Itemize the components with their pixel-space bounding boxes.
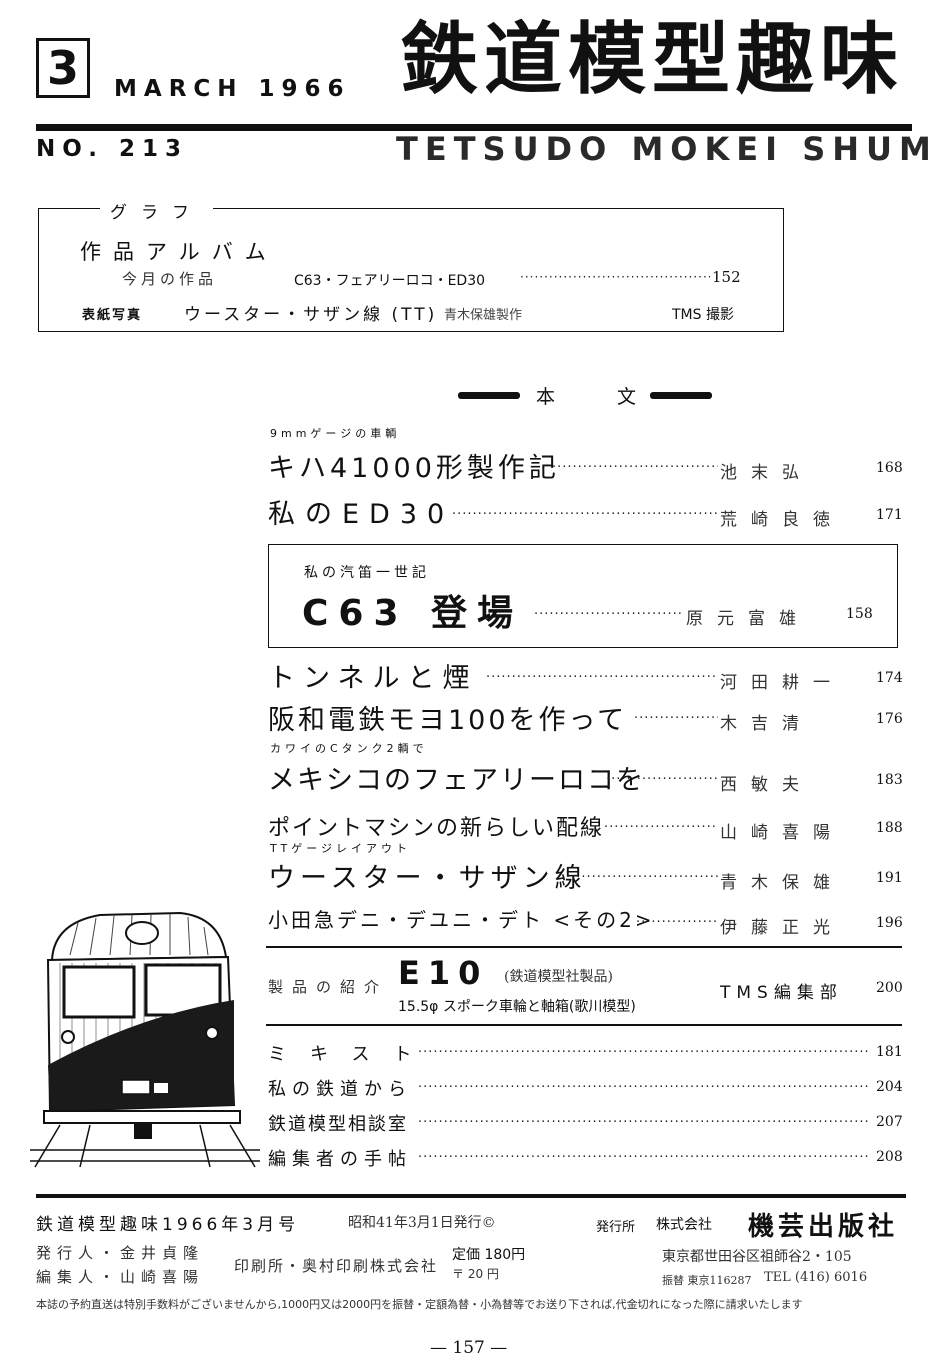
- toc-page: 183: [876, 772, 903, 788]
- footer-rule: [36, 1194, 906, 1198]
- leader-dots: ········································…: [520, 270, 710, 284]
- toc-title[interactable]: 小田急デニ・デユニ・デト <その2>: [268, 908, 655, 932]
- leader-dots: ········································…: [604, 820, 718, 835]
- toc-misc-page: 181: [876, 1044, 903, 1060]
- leader-dots: ········································…: [534, 607, 682, 622]
- toc-page: 196: [876, 915, 903, 931]
- toc-misc-page: 208: [876, 1149, 903, 1165]
- product-page: 200: [876, 980, 903, 996]
- train-illustration: [30, 911, 260, 1168]
- toc-misc-page: 204: [876, 1079, 903, 1095]
- toc-misc-title[interactable]: 私の鉄道から: [268, 1079, 412, 1100]
- product-rule-top: [266, 946, 902, 948]
- toc-author: 青木保雄: [720, 873, 844, 893]
- toc-author: 山崎喜陽: [720, 823, 844, 843]
- toc-author: 荒崎良徳: [720, 510, 844, 530]
- footer-printer: 印刷所・奥村印刷株式会社: [234, 1257, 439, 1275]
- product-label: 製品の紹介: [268, 978, 389, 996]
- graph-row-item[interactable]: C63・フェアリーロコ・ED30: [294, 273, 486, 289]
- toc-title[interactable]: キハ41000形製作記: [268, 453, 560, 484]
- leader-dots: ········································…: [418, 1080, 870, 1095]
- footer-publisher-name: 機芸出版社: [748, 1212, 899, 1242]
- product-name[interactable]: E10: [398, 954, 489, 992]
- leader-dots: ········································…: [486, 670, 718, 685]
- product-sub[interactable]: 15.5φ スポーク車輪と軸箱(歌川模型): [398, 999, 636, 1015]
- footer-address: 東京都世田谷区祖師谷2・105: [662, 1249, 852, 1265]
- footer-transfer-account: 振替 東京116287: [662, 1274, 752, 1287]
- footer-company-type: 株式会社: [656, 1217, 712, 1233]
- toc-misc-title[interactable]: 編集者の手帖: [268, 1149, 412, 1170]
- toc-page: 191: [876, 870, 903, 886]
- cover-photo-credit: TMS 撮影: [672, 307, 734, 323]
- toc-author: 池末弘: [720, 463, 813, 483]
- graph-row-label: 今月の作品: [122, 270, 218, 288]
- cover-photo-author: 青木保雄製作: [444, 308, 523, 323]
- section-bar-right: [650, 392, 712, 399]
- toc-title[interactable]: ポイントマシンの新らしい配線: [268, 816, 605, 841]
- footer-publisher-person: 発行人・金井貞隆: [36, 1244, 205, 1262]
- toc-title[interactable]: 阪和電鉄モヨ100を作って: [268, 705, 628, 736]
- section-bar-left: [458, 392, 520, 399]
- leader-dots: ································: [636, 915, 718, 930]
- graph-row-page: 152: [712, 268, 741, 286]
- leader-dots: ········································…: [566, 870, 718, 885]
- product-author: TMS編集部: [720, 983, 843, 1003]
- product-maker: (鉄道模型社製品): [504, 969, 613, 985]
- page-number: — 157 —: [430, 1338, 508, 1358]
- leader-dots: ········································…: [452, 507, 718, 522]
- toc-title[interactable]: トンネルと煙: [268, 663, 478, 694]
- toc-page: 168: [876, 460, 903, 476]
- leader-dots: ···································: [634, 711, 718, 726]
- feature-box: [268, 544, 898, 648]
- toc-title[interactable]: C63 登場: [302, 593, 524, 634]
- toc-author: 原元富雄: [686, 609, 810, 629]
- product-rule-bottom: [266, 1024, 902, 1026]
- footer-subscription-note: 本誌の予約直送は特別手数料がございませんから,1000円又は2000円を振替・定…: [36, 1298, 803, 1311]
- toc-title[interactable]: ウースター・サザン線: [268, 863, 587, 894]
- toc-page: 174: [876, 670, 903, 686]
- toc-page: 158: [846, 606, 873, 622]
- footer-price: 定価 180円: [452, 1247, 526, 1263]
- leader-dots: ········································…: [552, 460, 718, 475]
- footer-issue-date: 昭和41年3月1日発行©: [348, 1215, 496, 1231]
- graph-section-label: グラフ: [100, 198, 213, 223]
- leader-dots: ········································…: [606, 772, 718, 787]
- toc-misc-title[interactable]: ミキスト: [268, 1044, 436, 1065]
- cover-photo-label: 表紙写真: [82, 308, 143, 323]
- toc-kicker: 9mmゲージの車輌: [270, 427, 401, 440]
- magazine-title-jp: 鉄道模型趣味: [400, 14, 905, 105]
- toc-author: 西敏夫: [720, 775, 813, 795]
- toc-title[interactable]: 私のED30: [268, 499, 455, 530]
- toc-kicker: TTゲージレイアウト: [270, 842, 412, 855]
- cover-photo-title[interactable]: ウースター・サザン線 (TT): [184, 305, 438, 325]
- issue-number-box: 3: [36, 38, 90, 98]
- toc-kicker: 私の汽笛一世記: [304, 565, 430, 581]
- leader-dots: ········································…: [418, 1150, 870, 1165]
- toc-author: 伊藤正光: [720, 918, 844, 938]
- leader-dots: ········································…: [418, 1045, 870, 1060]
- toc-author: 河田耕一: [720, 673, 844, 693]
- footer-publisher-label: 発行所: [596, 1220, 636, 1235]
- footer-telephone: TEL (416) 6016: [764, 1270, 868, 1285]
- issue-number: NO. 213: [36, 136, 189, 162]
- toc-author: 木吉清: [720, 714, 813, 734]
- issue-date: MARCH 1966: [114, 76, 351, 102]
- graph-section-box: [38, 208, 784, 332]
- footer-issue-line: 鉄道模型趣味1966年3月号: [36, 1215, 300, 1235]
- honbun-label: 本文: [536, 386, 699, 408]
- header-rule: [36, 124, 912, 131]
- footer-postage: 〒 20 円: [452, 1267, 499, 1281]
- magazine-title-roman: TETSUDO MOKEI SHUMI: [396, 130, 938, 168]
- toc-kicker: カワイのCタンク2輌で: [270, 742, 428, 755]
- footer-editor-person: 編集人・山崎喜陽: [36, 1268, 205, 1286]
- toc-page: 171: [876, 507, 903, 523]
- toc-page: 176: [876, 711, 903, 727]
- leader-dots: ········································…: [418, 1115, 870, 1130]
- toc-title[interactable]: メキシコのフェアリーロコを: [268, 765, 645, 796]
- graph-subtitle: 作品アルバム: [80, 240, 278, 264]
- toc-misc-title[interactable]: 鉄道模型相談室: [268, 1114, 408, 1135]
- toc-page: 188: [876, 820, 903, 836]
- toc-misc-page: 207: [876, 1114, 903, 1130]
